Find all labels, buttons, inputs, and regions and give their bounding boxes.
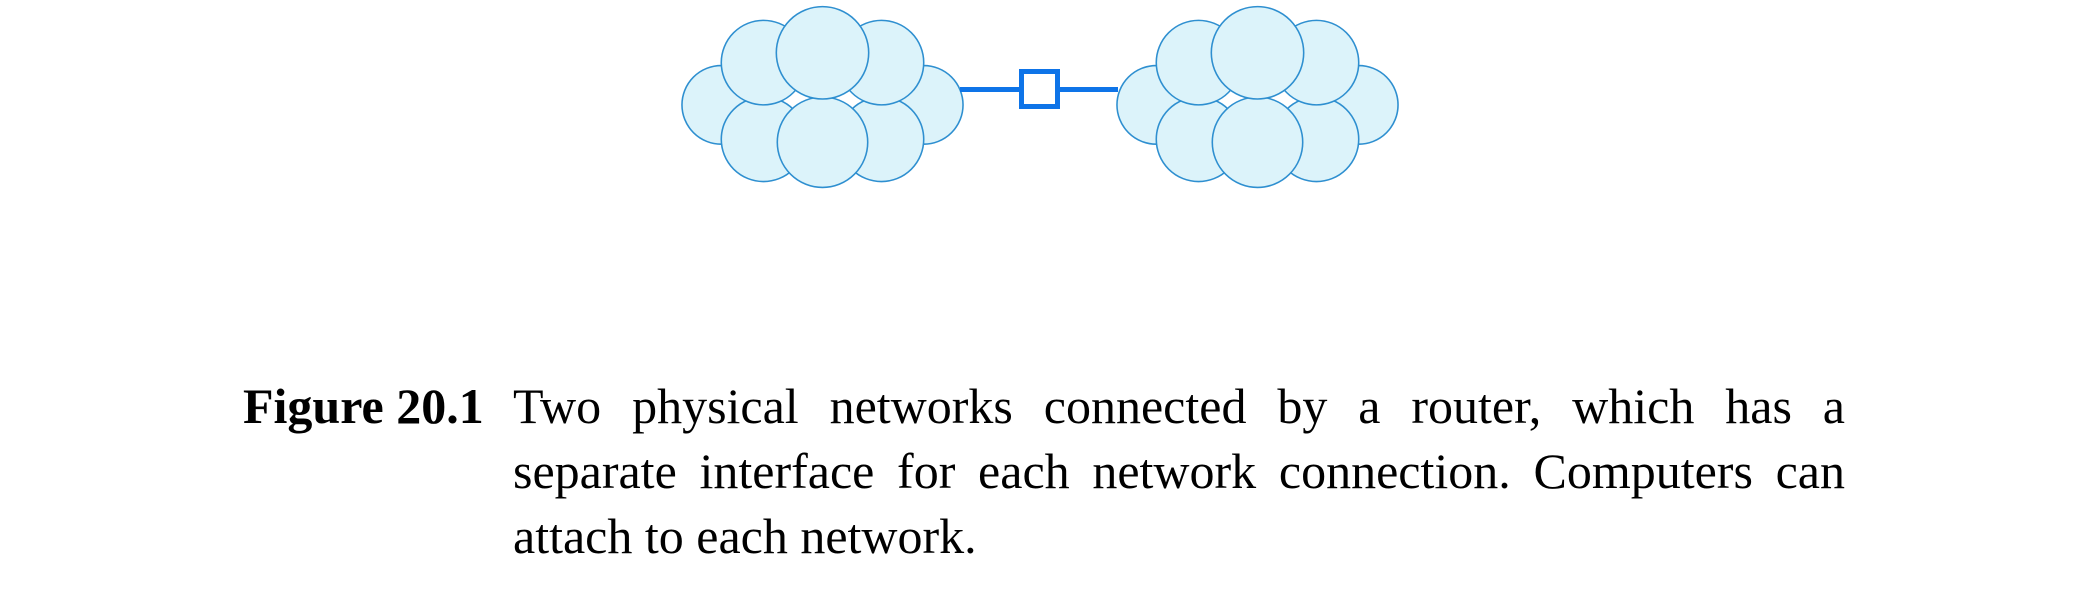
cloud-shape <box>1116 5 1399 189</box>
left-network-cloud-icon <box>681 5 964 189</box>
figure-caption-text: Two physical networks connected by a rou… <box>513 374 1845 569</box>
router-square-icon <box>1019 69 1060 109</box>
network-link-right <box>1058 87 1118 92</box>
figure-caption: Figure 20.1 Two physical networks connec… <box>243 374 1845 569</box>
cloud-shape <box>681 5 964 189</box>
caption-line-2: separate interface for each network conn… <box>513 443 1845 499</box>
network-link-left <box>960 87 1022 92</box>
network-diagram <box>0 0 2079 200</box>
caption-line-1: Two physical networks connected by a rou… <box>513 378 1845 434</box>
right-network-cloud-icon <box>1116 5 1399 189</box>
caption-line-3: attach to each network. <box>513 508 977 564</box>
figure-caption-label: Figure 20.1 <box>243 378 484 434</box>
